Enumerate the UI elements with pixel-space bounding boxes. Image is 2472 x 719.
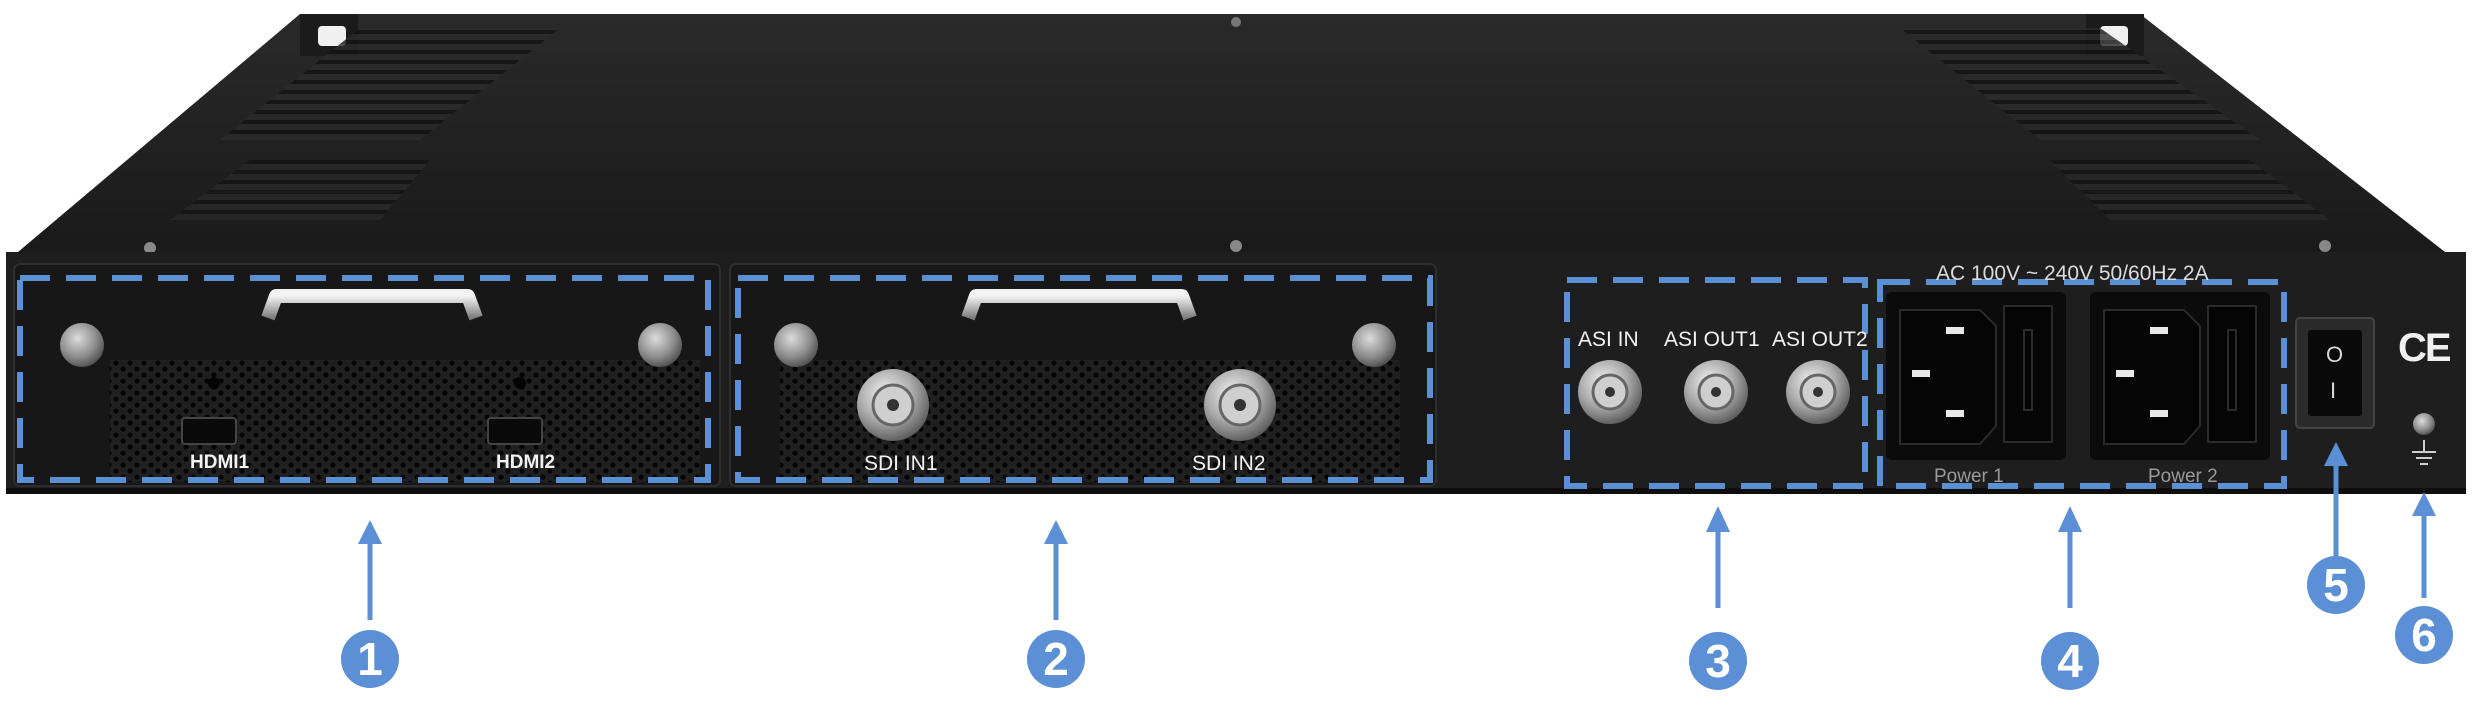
- power-rating-label: AC 100V ~ 240V 50/60Hz 2A: [1936, 262, 2209, 285]
- asi-out2-label: ASI OUT2: [1772, 328, 1868, 351]
- callout-box-4: [1877, 279, 2287, 489]
- rack-ear-left-hole: [318, 26, 346, 46]
- top-cover: [18, 14, 2445, 252]
- top-screw: [1230, 240, 1242, 252]
- module-2-screw-left: [774, 323, 818, 367]
- callout-box-2: [735, 275, 1433, 483]
- asi-in-bnc: [1578, 360, 1642, 424]
- callout-number-5: 5: [2307, 556, 2365, 614]
- power-2-label: Power 2: [2148, 466, 2218, 487]
- power-1-label: Power 1: [1934, 466, 2004, 487]
- asi-out2-bnc: [1786, 360, 1850, 424]
- top-screw: [2319, 240, 2331, 252]
- switch-on-mark: I: [2330, 378, 2337, 403]
- hdmi2-led: [514, 377, 526, 389]
- ce-mark: CE: [2398, 326, 2452, 370]
- callout-number-2: 2: [1027, 630, 1085, 688]
- top-vent-right-lower: [2050, 160, 2330, 220]
- callout-number-4: 4: [2041, 632, 2099, 690]
- hdmi1-port: [181, 417, 237, 445]
- callout-box-3: [1564, 277, 1868, 489]
- power-switch: [2295, 317, 2375, 429]
- rear-face-edge: [6, 488, 2466, 494]
- callout-number-3: 3: [1689, 632, 1747, 690]
- callout-number-1: 1: [341, 630, 399, 688]
- arrow-3: [1706, 506, 1730, 608]
- hdmi1-led: [208, 377, 220, 389]
- arrow-2: [1044, 520, 1068, 620]
- hdmi2-label: HDMI2: [496, 452, 556, 473]
- asi-out1-bnc: [1684, 360, 1748, 424]
- switch-off-mark: O: [2326, 342, 2344, 367]
- callout-box-1: [17, 275, 711, 483]
- power-1-socket: [1886, 292, 2066, 460]
- asi-in-label: ASI IN: [1578, 328, 1639, 351]
- hdmi1-label: HDMI1: [190, 452, 250, 473]
- sdi-in1-label: SDI IN1: [864, 452, 938, 475]
- power-2-socket: [2090, 292, 2270, 460]
- arrow-1: [358, 520, 382, 620]
- sdi-in2-label: SDI IN2: [1192, 452, 1266, 475]
- asi-out1-label: ASI OUT1: [1664, 328, 1760, 351]
- top-vent-left: [220, 28, 560, 140]
- module-1-screw-left: [60, 323, 104, 367]
- sdi-in1-bnc: [857, 369, 929, 441]
- module-1-screw-right: [638, 323, 682, 367]
- arrow-6: [2412, 492, 2436, 598]
- module-2-handle: [961, 289, 1197, 321]
- hdmi2-port: [487, 417, 543, 445]
- arrow-4: [2058, 506, 2082, 608]
- top-vent-right: [1900, 28, 2260, 140]
- arrow-5: [2324, 442, 2348, 556]
- callout-number-6: 6: [2395, 606, 2453, 664]
- top-vent-left-lower: [170, 160, 430, 220]
- module-2-screw-right: [1352, 323, 1396, 367]
- top-screw: [1231, 17, 1241, 27]
- ground-terminal: [2412, 413, 2436, 465]
- module-1-handle: [261, 289, 483, 321]
- top-screw: [144, 242, 156, 254]
- sdi-in2-bnc: [1204, 369, 1276, 441]
